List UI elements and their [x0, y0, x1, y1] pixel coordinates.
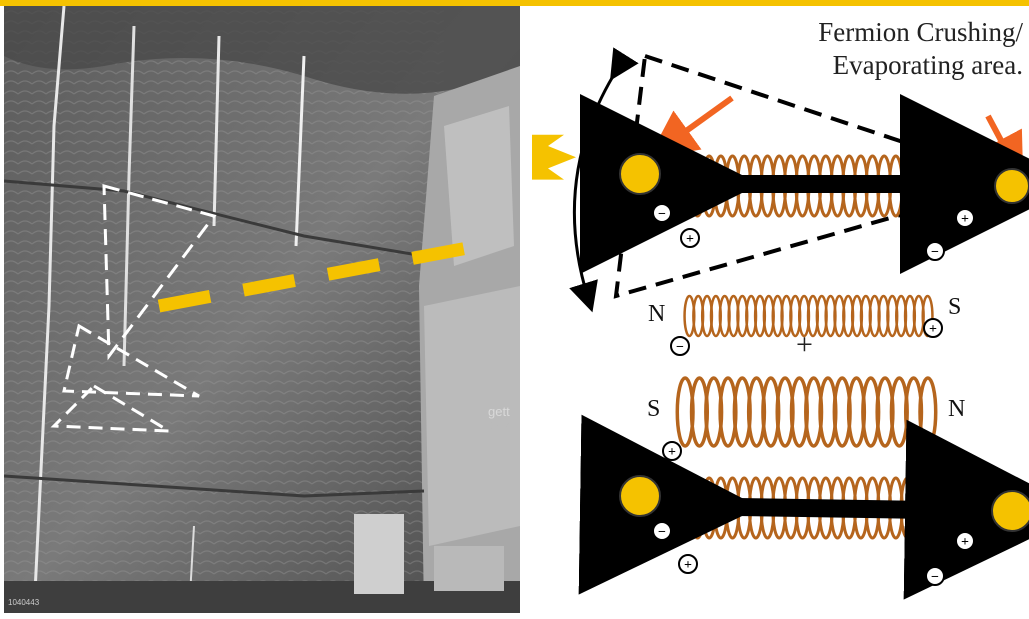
svg-text:−: − — [658, 207, 666, 222]
svg-text:+: + — [929, 322, 937, 337]
pole-label-n-top: N — [648, 301, 665, 328]
top-coil-assembly: − + + − — [620, 154, 1029, 260]
orange-arrow-right — [988, 116, 1012, 161]
svg-text:−: − — [676, 340, 684, 355]
watermark-corner: 1040443 — [8, 598, 39, 607]
svg-text:+: + — [668, 445, 676, 460]
svg-text:+: + — [684, 558, 692, 573]
curved-double-arrow — [574, 68, 618, 298]
svg-text:+: + — [686, 232, 694, 247]
plus-sign: + — [796, 328, 813, 362]
bottom-coil-assembly: − + + − — [620, 476, 1029, 585]
magnetic-coil-diagram: Fermion Crushing/ Evaporating area. — [520, 6, 1029, 619]
svg-text:+: + — [961, 212, 969, 227]
pole-label-s-top: S — [948, 294, 961, 321]
quarry-photo: gett Crea 1040443 — [4, 6, 520, 613]
watermark-main: gett — [488, 404, 510, 419]
svg-text:−: − — [658, 525, 666, 540]
watermark-sub: Crea — [488, 420, 512, 432]
svg-text:+: + — [961, 535, 969, 550]
svg-text:−: − — [931, 460, 939, 475]
pole-label-n-bottom: N — [948, 396, 965, 423]
orange-arrow-left — [668, 98, 732, 144]
pole-label-s-bottom: S — [647, 396, 660, 423]
svg-text:−: − — [931, 245, 939, 260]
svg-text:−: − — [931, 570, 939, 585]
yellow-pointer-arrow — [532, 135, 576, 180]
magnet-coil-2: + − — [663, 378, 944, 475]
